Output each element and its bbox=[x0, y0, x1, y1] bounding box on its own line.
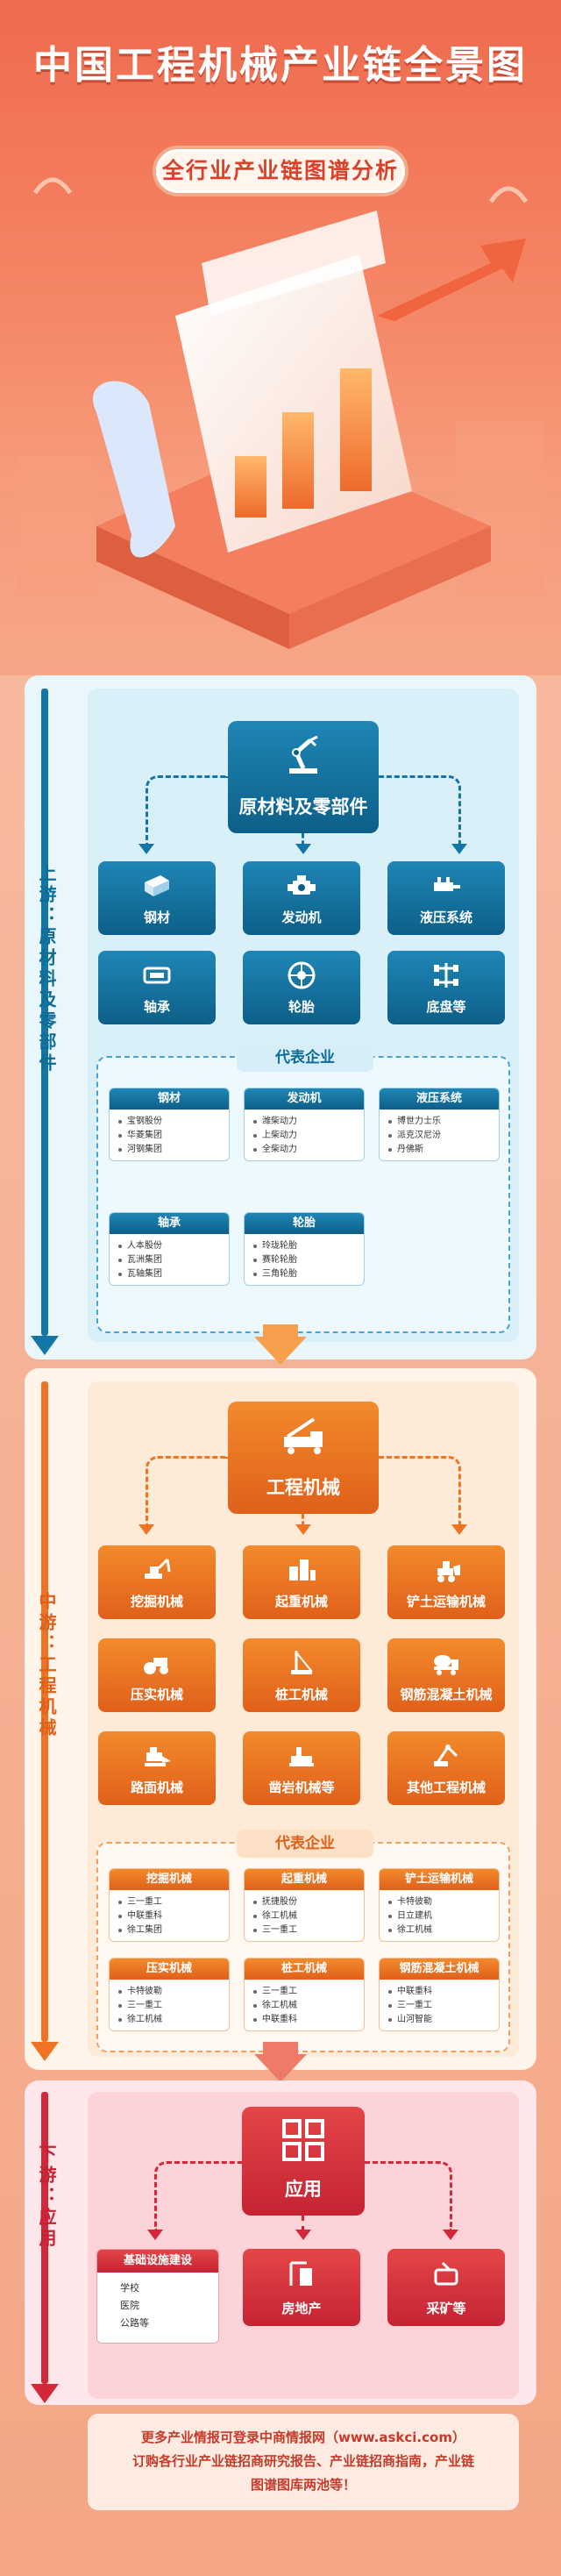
upstream-node-steel[interactable]: 钢材 bbox=[98, 861, 216, 935]
upstream-node-bearing[interactable]: 轴承 bbox=[98, 951, 216, 1024]
company-card: 钢材 宝钢股份华菱集团河钢集团 bbox=[109, 1088, 230, 1161]
company-card: 桩工机械 三一重工徐工机械中联重科 bbox=[244, 1958, 365, 2031]
crane-truck-icon bbox=[284, 1417, 323, 1454]
company-card: 轮胎 玲珑轮胎赛轮轮胎三角轮胎 bbox=[244, 1212, 365, 1286]
upstream-rail-label: 上游：原材料及零部件 bbox=[36, 864, 57, 1074]
downstream-main-label: 应用 bbox=[285, 2179, 322, 2200]
tire-icon bbox=[288, 961, 316, 989]
upstream-main-node[interactable]: 原材料及零部件 bbox=[228, 721, 379, 833]
robot-arm-icon bbox=[289, 735, 318, 774]
downstream-node-real-estate[interactable]: 房地产 bbox=[243, 2249, 360, 2326]
company-card: 起重机械 抚捷股份徐工机械三一重工 bbox=[244, 1868, 365, 1942]
connector-arrow bbox=[138, 1524, 154, 1535]
footer-note: 更多产业情报可登录中商情报网（www.askci.com） 订购各行业产业链招商… bbox=[88, 2414, 519, 2510]
connector-arrow bbox=[295, 1524, 311, 1535]
connector bbox=[154, 2161, 242, 2231]
company-card: 钢筋混凝土机械 中联重科三一重工山河智能 bbox=[379, 1958, 500, 2031]
rock-drill-icon bbox=[289, 1747, 314, 1766]
downstream-node-infrastructure[interactable]: 基础设施建设 学校 医院 公路等 bbox=[96, 2249, 219, 2344]
connector-arrow bbox=[138, 844, 154, 854]
midstream-node-paving[interactable]: 路面机械 bbox=[98, 1731, 216, 1805]
connector-arrow bbox=[295, 844, 311, 854]
downstream-node-mining[interactable]: 采矿等 bbox=[387, 2249, 505, 2326]
upstream-node-hydraulic[interactable]: 液压系统 bbox=[387, 861, 505, 935]
list-item: 医院 bbox=[120, 2300, 139, 2311]
connector-arrow bbox=[147, 2230, 163, 2240]
upstream-companies-title: 代表企业 bbox=[237, 1044, 373, 1072]
building-crane-icon bbox=[289, 2261, 312, 2286]
chevron-down-icon bbox=[254, 2042, 307, 2082]
engine-icon bbox=[288, 875, 316, 895]
mining-icon bbox=[434, 2261, 458, 2286]
connector-arrow bbox=[451, 1524, 467, 1535]
connector-arrow bbox=[451, 844, 467, 854]
connector bbox=[379, 775, 461, 846]
footer-line-3: 图谱图库两池等！ bbox=[250, 2477, 356, 2493]
upstream-node-engine[interactable]: 发动机 bbox=[243, 861, 360, 935]
midstream-node-earthmoving[interactable]: 铲土运输机械 bbox=[387, 1545, 505, 1619]
pile-driver-icon bbox=[291, 1651, 313, 1674]
downstream-rail: 下游：应用 bbox=[31, 2092, 59, 2403]
hydraulic-icon bbox=[434, 877, 460, 891]
midstream-node-concrete[interactable]: 钢筋混凝土机械 bbox=[387, 1638, 505, 1712]
midstream-main-node[interactable]: 工程机械 bbox=[228, 1402, 379, 1514]
company-card: 发动机 潍柴动力上柴动力全柴动力 bbox=[244, 1088, 365, 1161]
connector bbox=[302, 2216, 304, 2231]
list-item: 学校 bbox=[120, 2282, 139, 2294]
page-subtitle: 全行业产业链图谱分析 bbox=[156, 149, 405, 193]
mixer-truck-icon bbox=[434, 1655, 458, 1675]
midstream-companies-title: 代表企业 bbox=[237, 1830, 373, 1858]
chassis-icon bbox=[434, 963, 458, 988]
connector bbox=[302, 833, 304, 846]
midstream-node-drilling[interactable]: 凿岩机械等 bbox=[243, 1731, 360, 1805]
connector bbox=[146, 775, 228, 846]
list-item: 公路等 bbox=[120, 2317, 149, 2329]
company-card: 铲土运输机械 卡特彼勒日立建机徐工机械 bbox=[379, 1868, 500, 1942]
upstream-companies-box: 代表企业 钢材 宝钢股份华菱集团河钢集团 发动机 潍柴动力上柴动力全柴动力 液压… bbox=[96, 1044, 510, 1333]
bearing-icon bbox=[143, 967, 171, 984]
machinery-icon bbox=[434, 1745, 458, 1766]
connector bbox=[146, 1456, 228, 1526]
upstream-rail: 上游：原材料及零部件 bbox=[31, 689, 59, 1355]
page-title: 中国工程机械产业链全景图 bbox=[33, 43, 528, 88]
paver-icon bbox=[145, 1747, 171, 1766]
company-card: 挖掘机械 三一重工中联重科徐工集团 bbox=[109, 1868, 230, 1942]
midstream-node-compaction[interactable]: 压实机械 bbox=[98, 1638, 216, 1712]
connector-arrow bbox=[295, 2230, 311, 2240]
grid-icon bbox=[282, 2119, 324, 2161]
company-card: 液压系统 博世力士乐派克汉尼汾丹佛斯 bbox=[379, 1088, 500, 1161]
midstream-node-excavation[interactable]: 挖掘机械 bbox=[98, 1545, 216, 1619]
midstream-node-lifting[interactable]: 起重机械 bbox=[243, 1545, 360, 1619]
downstream-rail-label: 下游：应用 bbox=[36, 2144, 57, 2250]
steel-beam-icon bbox=[145, 875, 169, 896]
downstream-main-node[interactable]: 应用 bbox=[242, 2107, 365, 2216]
crane-icon bbox=[289, 1559, 316, 1581]
company-card: 轴承 人本股份瓦洲集团瓦轴集团 bbox=[109, 1212, 230, 1286]
excavator-icon bbox=[145, 1558, 171, 1579]
upstream-main-label: 原材料及零部件 bbox=[238, 796, 368, 817]
subtitle-banner: 全行业产业链图谱分析 bbox=[140, 139, 421, 203]
connector bbox=[379, 1456, 461, 1526]
midstream-companies-box: 代表企业 挖掘机械 三一重工中联重科徐工集团 起重机械 抚捷股份徐工机械三一重工… bbox=[96, 1830, 510, 2052]
midstream-node-other[interactable]: 其他工程机械 bbox=[387, 1731, 505, 1805]
upstream-node-tire[interactable]: 轮胎 bbox=[243, 951, 360, 1024]
connector bbox=[302, 1514, 304, 1526]
midstream-main-label: 工程机械 bbox=[266, 1477, 340, 1498]
upstream-node-chassis[interactable]: 底盘等 bbox=[387, 951, 505, 1024]
connector bbox=[365, 2161, 452, 2231]
midstream-rail-label: 中游：工程机械 bbox=[36, 1592, 57, 1739]
roller-icon bbox=[144, 1658, 168, 1674]
footer-line-1: 更多产业情报可登录中商情报网（www.askci.com） bbox=[141, 2430, 465, 2445]
connector-arrow bbox=[443, 2230, 458, 2240]
midstream-rail: 中游：工程机械 bbox=[31, 1381, 59, 2061]
footer-line-2: 订购各行业产业链招商研究报告、产业链招商指南，产业链 bbox=[131, 2453, 474, 2469]
chevron-down-icon bbox=[254, 1324, 307, 1365]
midstream-node-piling[interactable]: 桩工机械 bbox=[243, 1638, 360, 1712]
hero-illustration bbox=[0, 0, 561, 675]
company-card: 压实机械 卡特彼勒三一重工徐工机械 bbox=[109, 1958, 230, 2031]
hero-header: 中国工程机械产业链全景图 全行业产业链图谱分析 bbox=[0, 0, 561, 675]
loader-icon bbox=[437, 1561, 460, 1582]
